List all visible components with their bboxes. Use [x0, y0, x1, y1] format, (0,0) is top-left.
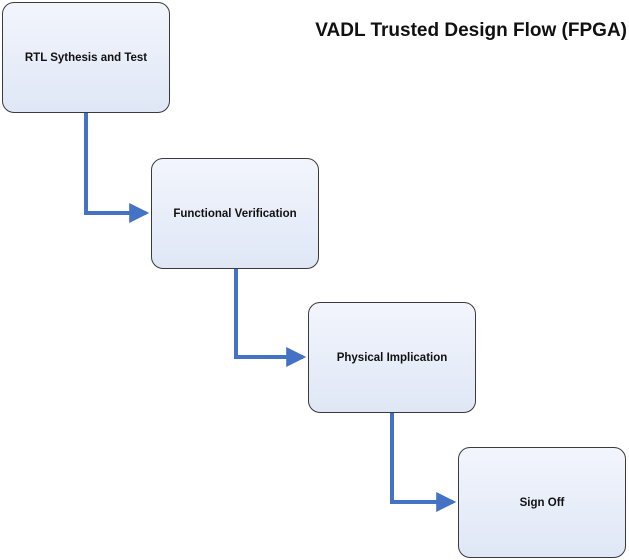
arrow-step2-to-step3 — [234, 269, 307, 367]
step-functional-verification-box: Functional Verification — [151, 158, 319, 269]
step-label: Functional Verification — [173, 207, 297, 220]
step-sign-off-box: Sign Off — [458, 447, 626, 558]
step-label: RTL Sythesis and Test — [24, 51, 148, 64]
step-rtl-synthesis-box: RTL Sythesis and Test — [2, 2, 170, 113]
diagram-title: VADL Trusted Design Flow (FPGA) — [315, 20, 627, 41]
step-label: Sign Off — [519, 496, 565, 509]
step-label: Physical Implication — [336, 351, 448, 364]
arrow-step3-to-step4 — [390, 413, 457, 512]
step-physical-implication-box: Physical Implication — [308, 302, 476, 413]
arrow-step1-to-step2 — [84, 113, 150, 223]
